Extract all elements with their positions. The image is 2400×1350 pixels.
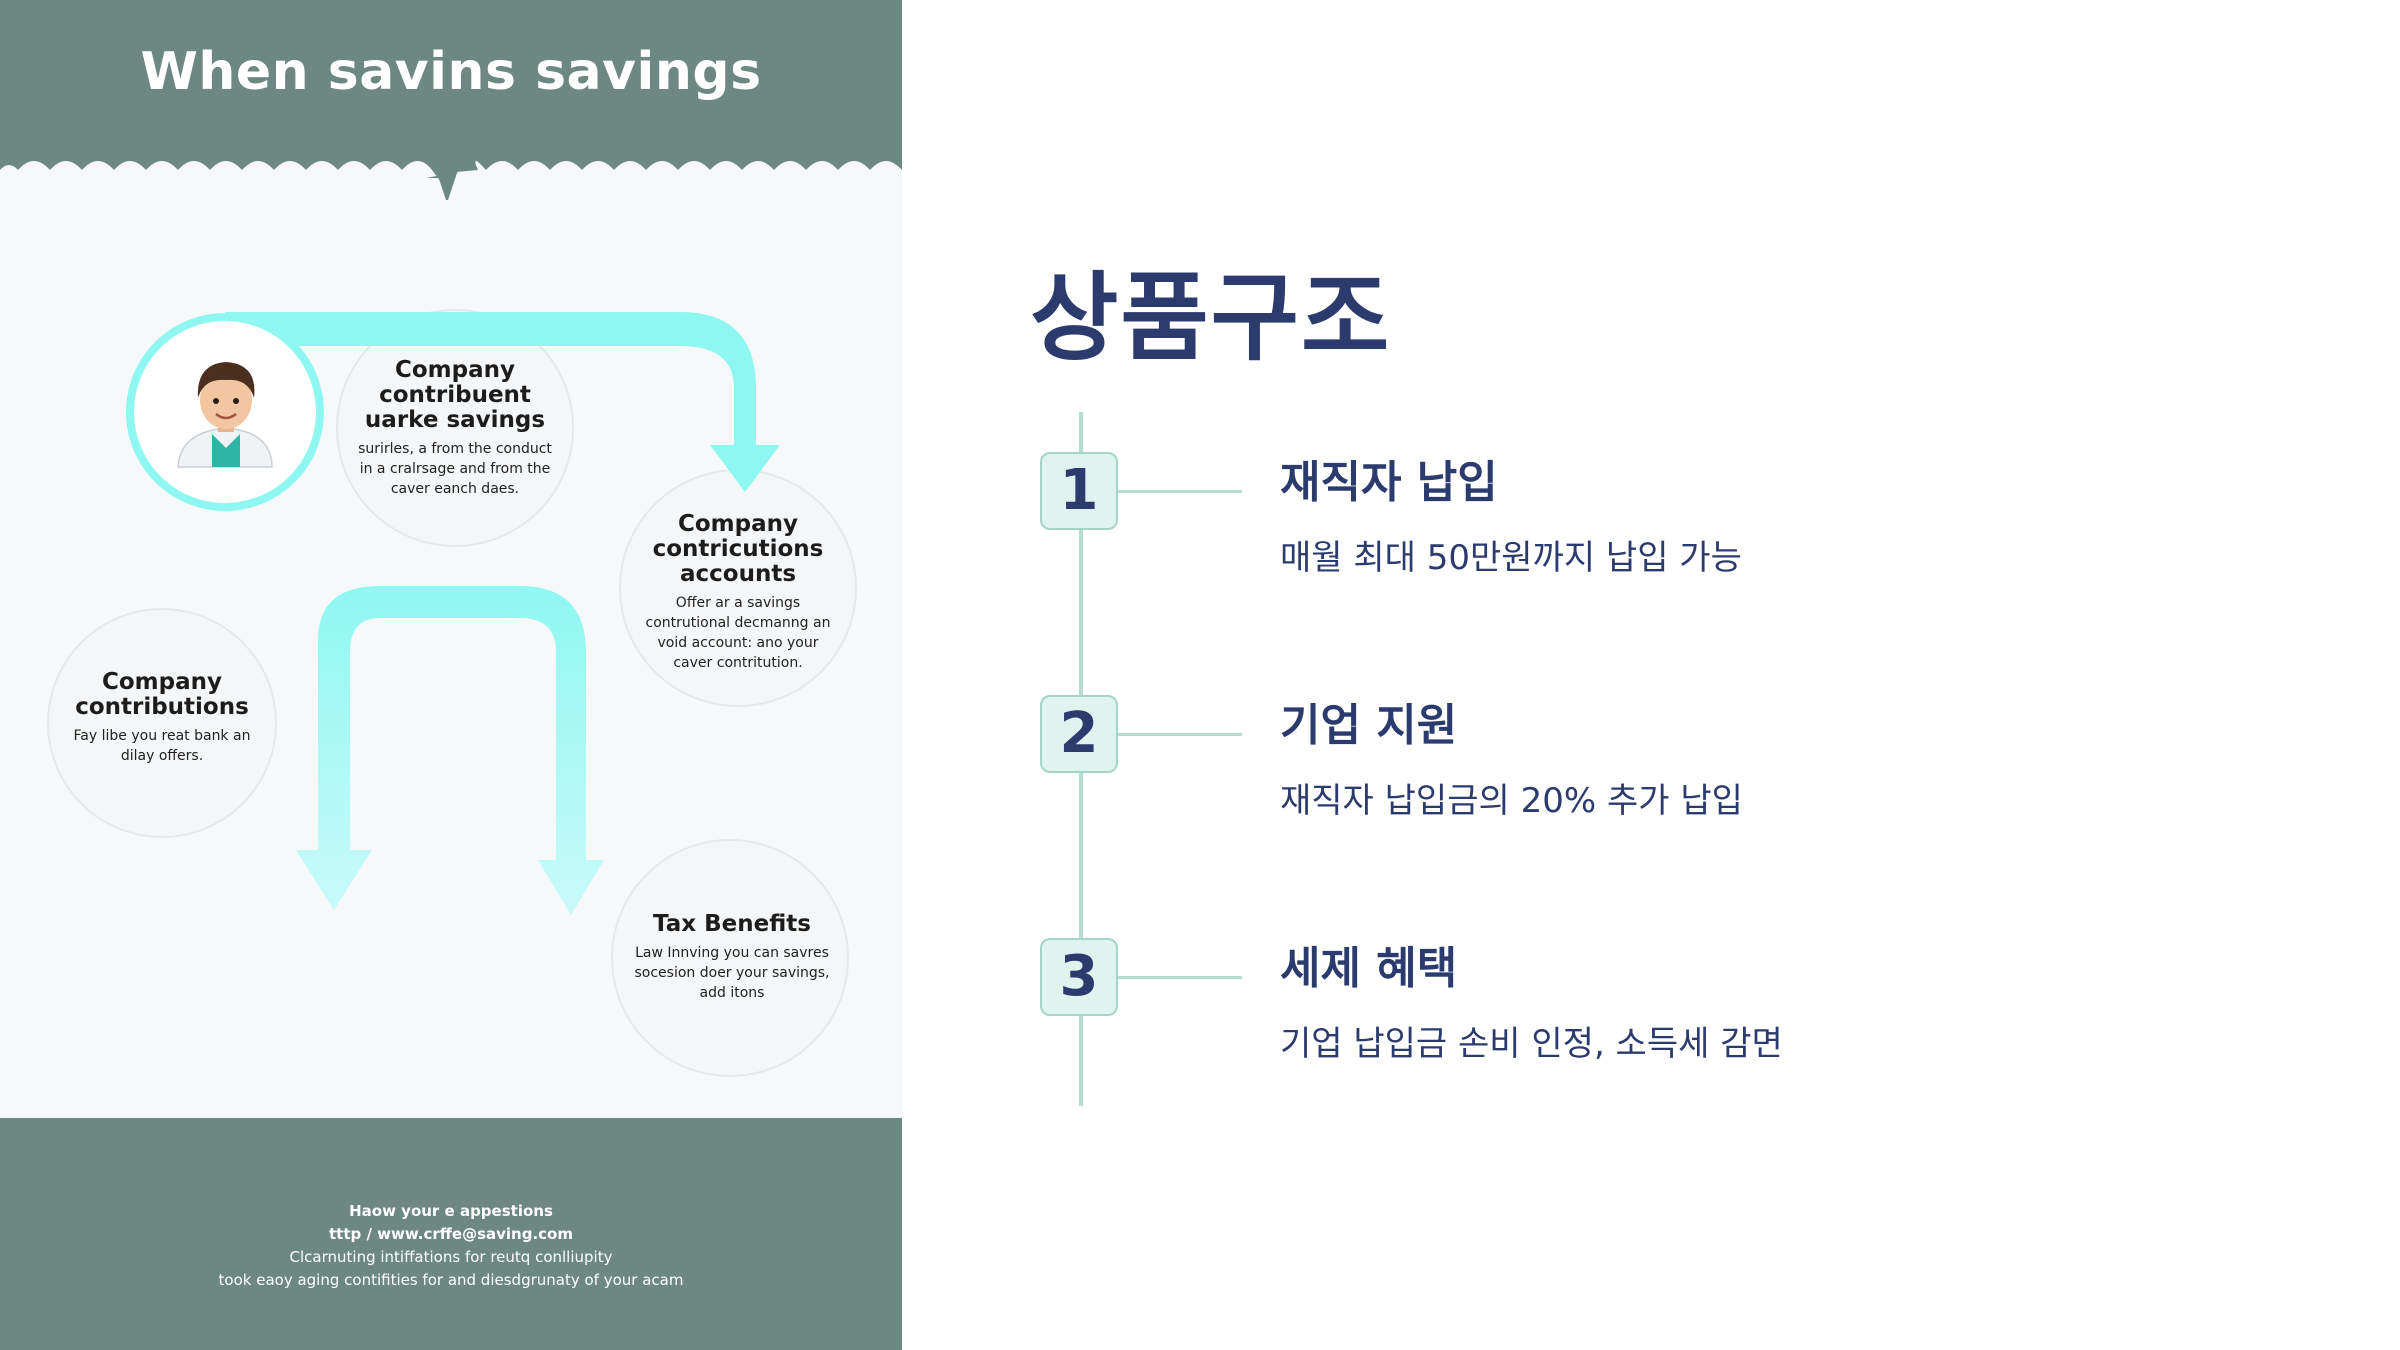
step-title-1: 재직자 납입 [1280, 457, 1498, 508]
step-badge-3: 3 [1040, 938, 1118, 1016]
footer-link[interactable]: tttp / www.crffe@saving.com [328, 1225, 573, 1243]
header-band [0, 0, 902, 200]
node-circle-1 [336, 309, 574, 547]
arrow-down-icon [296, 586, 604, 915]
step-connector-1 [1118, 490, 1242, 493]
step-badge-1: 1 [1040, 452, 1118, 530]
node-3-title: Company contributions [75, 669, 249, 720]
node-3-body: Fay libe you reat bank an dilay offers. [73, 728, 251, 764]
step-title-2: 기업 지원 [1280, 700, 1458, 751]
product-structure-panel: 상품구조 1 재직자 납입 매월 최대 50만원까지 납입 가능 2 기업 지원… [902, 0, 2400, 1350]
section-heading: 상품구조 [1030, 262, 1392, 374]
step-desc-1: 매월 최대 50만원까지 납입 가능 [1280, 538, 1742, 578]
step-title-3: 세제 혜택 [1280, 943, 1458, 994]
flow-diagram [47, 309, 857, 1077]
step-badge-2: 2 [1040, 695, 1118, 773]
step-connector-3 [1118, 976, 1242, 979]
node-4-title: Tax Benefits [653, 911, 811, 937]
infographic-panel: When savins savings [0, 0, 902, 1350]
footer-text: Haow your e appestions tttp / www.crffe@… [0, 1200, 902, 1292]
node-4: Tax Benefits Law Innving you can savres … [622, 912, 842, 1003]
footer-line-4: took eaoy aging contifities for and dies… [218, 1271, 684, 1289]
step-desc-3: 기업 납입금 손비 인정, 소득세 감면 [1280, 1024, 1783, 1064]
node-4-body: Law Innving you can savres socesion doer… [634, 945, 830, 1001]
node-2-body: Offer ar a savings contrutional decmanng… [645, 595, 831, 671]
node-circle-4 [611, 839, 849, 1077]
infographic-title: When savins savings [140, 42, 762, 102]
node-1-body: surirles, a from the conduct in a cralrs… [358, 441, 552, 497]
node-3: Company contributions Fay libe you reat … [72, 670, 252, 766]
footer-line-1: Haow your e appestions [349, 1202, 553, 1220]
step-connector-2 [1118, 733, 1242, 736]
node-circle-3 [47, 608, 277, 838]
step-desc-2: 재직자 납입금의 20% 추가 납입 [1280, 781, 1743, 821]
node-2: Company contricutions accounts Offer ar … [640, 512, 836, 673]
node-1: Company contribuent uarke savings surirl… [355, 358, 555, 499]
node-2-title: Company contricutions accounts [652, 511, 824, 587]
footer-band: Haow your e appestions tttp / www.crffe@… [0, 1118, 902, 1350]
node-1-title: Company contribuent uarke savings [364, 357, 546, 433]
arrow-down-icon [225, 312, 780, 492]
footer-line-3: Clcarnuting intiffations for reutq conll… [289, 1248, 613, 1266]
person-avatar-icon [177, 362, 273, 468]
